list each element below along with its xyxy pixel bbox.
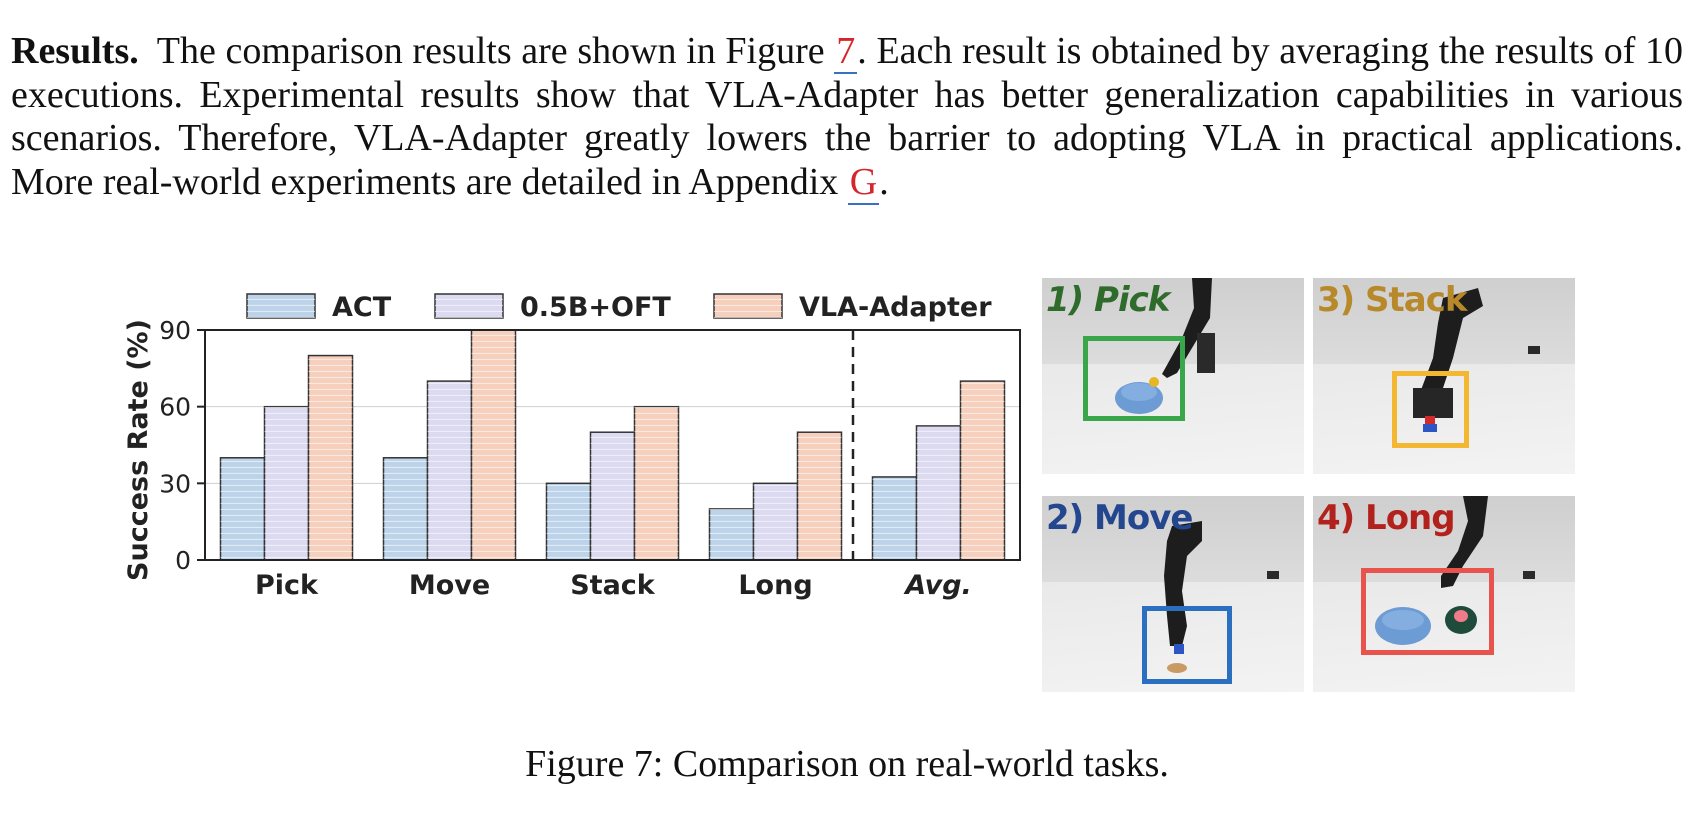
y-tick-label: 60 <box>159 393 191 422</box>
y-tick-label: 90 <box>159 316 191 345</box>
bar-hatch <box>916 425 961 560</box>
x-tick-label: Pick <box>255 570 319 601</box>
paragraph-text: . Each result is obtained by averaging t… <box>11 30 1684 203</box>
bar-hatch <box>308 355 353 560</box>
legend-swatch-hatch <box>247 294 315 318</box>
bar-hatch <box>546 483 591 560</box>
bar-hatch <box>709 508 754 560</box>
real-world-task-photos: 1) Pick 3) Stack 2) Move <box>1042 278 1582 696</box>
x-tick-label: Avg. <box>903 570 972 601</box>
legend-label: ACT <box>332 292 392 323</box>
chart-bars <box>219 329 1006 561</box>
paragraph-text: The comparison results are shown in Figu… <box>156 30 835 72</box>
bar-hatch <box>872 476 917 560</box>
y-tick-label: 30 <box>159 469 191 498</box>
chart-legend: ACT 0.5B+OFT VLA-Adapter <box>246 292 992 323</box>
task-highlight-box <box>1392 371 1469 448</box>
bar-hatch <box>960 381 1005 560</box>
photo-label: 2) Move <box>1046 498 1193 538</box>
photo-long: 4) Long <box>1313 496 1575 692</box>
photo-label: 1) Pick <box>1046 280 1170 320</box>
robot-arm-image <box>1115 278 1215 414</box>
bar-hatch <box>220 457 265 560</box>
appendix-reference-link[interactable]: G <box>847 160 880 205</box>
photo-move: 2) Move <box>1042 496 1304 692</box>
y-tick-label: 0 <box>175 546 191 575</box>
bar-hatch <box>634 406 679 560</box>
photo-label: 4) Long <box>1317 498 1456 538</box>
legend-swatch-hatch <box>714 294 782 318</box>
legend-swatch-hatch <box>435 294 503 318</box>
bar-hatch <box>753 483 798 560</box>
paragraph-text: . <box>879 160 889 203</box>
results-heading: Results. <box>11 30 139 72</box>
x-tick-label: Stack <box>570 570 656 601</box>
legend-label: 0.5B+OFT <box>520 292 671 323</box>
x-tick-label: Long <box>738 570 812 601</box>
legend-label: VLA-Adapter <box>799 292 992 323</box>
task-highlight-box <box>1142 606 1232 684</box>
photo-stack: 3) Stack <box>1313 278 1575 474</box>
bar-hatch <box>590 432 635 560</box>
bar-hatch <box>264 406 309 560</box>
task-highlight-box <box>1083 336 1185 421</box>
bar-hatch <box>427 381 472 560</box>
bar-hatch <box>471 330 516 560</box>
robot-arm-image <box>1164 521 1279 673</box>
task-highlight-box <box>1361 568 1494 655</box>
y-axis-label: Success Rate (%) <box>123 319 154 581</box>
figure-reference-link[interactable]: 7 <box>834 30 858 74</box>
plot-frame <box>204 329 1021 561</box>
robot-arm-image <box>1375 496 1535 645</box>
success-rate-bar-chart: ACT 0.5B+OFT VLA-Adapter 0 30 60 90 Pick Move S… <box>123 292 1021 601</box>
y-axis-ticks: 0 30 60 90 <box>159 316 205 575</box>
photo-pick: 1) Pick <box>1042 278 1304 474</box>
figure-caption: Figure 7: Comparison on real-world tasks… <box>525 743 1169 785</box>
results-paragraph: Results. The comparison results are shown… <box>11 30 1684 205</box>
bar-hatch <box>797 432 842 560</box>
x-tick-label: Move <box>409 570 490 601</box>
bar-hatch <box>383 457 428 560</box>
x-axis-labels: Pick Move Stack Long Avg. <box>255 570 972 601</box>
photo-label: 3) Stack <box>1317 280 1467 320</box>
